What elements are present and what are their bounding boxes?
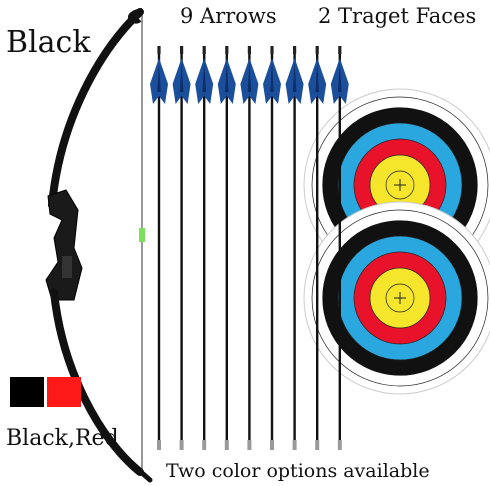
color-options-label: Black,Red: [6, 426, 119, 451]
arrow-tip: [224, 440, 229, 450]
arrow-fletching-center: [202, 62, 206, 92]
arrow-nock: [157, 46, 161, 54]
arrow-fletching-left: [240, 58, 250, 104]
arrow-icon: [308, 46, 327, 450]
arrow-icon: [217, 46, 236, 450]
color-options-caption: Two color options available: [166, 460, 430, 482]
lower-tip: [131, 463, 153, 483]
arrow-fletching-left: [263, 58, 272, 104]
arrow-fletching-left: [308, 58, 318, 104]
arrow-icon: [285, 46, 304, 450]
arrow-fletching-right: [339, 58, 349, 104]
riser-grip: [45, 189, 83, 301]
arrow-fletching-center: [338, 62, 342, 92]
arrows: [150, 46, 349, 450]
arrow-icon: [240, 46, 259, 450]
arrow-nock: [338, 46, 342, 54]
arrow-nock: [225, 46, 229, 54]
arrow-tip: [270, 440, 274, 450]
arrow-fletching-left: [217, 58, 227, 104]
bow-icon: [45, 8, 153, 483]
arrow-fletching-center: [157, 62, 161, 92]
arrow-fletching-center: [247, 62, 252, 92]
arrow-tip: [247, 440, 252, 450]
arrow-nock: [247, 46, 251, 54]
arrow-fletching-center: [315, 62, 319, 92]
grip-insert: [62, 256, 72, 278]
arrow-fletching-center: [225, 62, 229, 92]
arrow-icon: [263, 46, 281, 450]
arrow-tip: [157, 440, 161, 450]
arrow-tip: [337, 440, 342, 450]
target-face-icon: [303, 201, 490, 395]
arrow-fletching-left: [195, 58, 205, 104]
arrow-fletching-right: [294, 58, 304, 104]
color-title: Black: [6, 25, 91, 60]
target-faces-label: 2 Traget Faces: [318, 4, 477, 28]
arrow-nock: [293, 46, 297, 54]
arrow-fletching-right: [204, 58, 214, 104]
arrow-fletching-right: [272, 58, 281, 104]
arrow-fletching-center: [292, 62, 297, 92]
arrow-fletching-center: [270, 62, 274, 92]
arrow-icon: [150, 46, 168, 450]
upper-tip: [128, 8, 143, 24]
arrow-fletching-left: [150, 58, 159, 104]
target-faces: [303, 88, 490, 395]
arrow-tip: [179, 440, 184, 450]
arrow-tip: [315, 440, 320, 450]
arrow-nock: [315, 46, 319, 54]
arrow-fletching-right: [181, 58, 191, 104]
arrow-fletching-right: [249, 58, 259, 104]
arrows-count-label: 9 Arrows: [180, 4, 277, 28]
arrow-fletching-right: [317, 58, 327, 104]
arrow-icon: [195, 46, 214, 450]
arrow-fletching-left: [330, 58, 340, 104]
arrow-nock: [180, 46, 184, 54]
arrow-tip: [202, 440, 207, 450]
arrow-fletching-right: [159, 58, 168, 104]
swatch-red: [47, 377, 81, 407]
arrow-fletching-center: [179, 62, 184, 92]
arrow-icon: [172, 46, 191, 450]
string-nock: [139, 228, 145, 242]
arrow-fletching-right: [226, 58, 236, 104]
lower-limb: [50, 288, 144, 476]
arrow-fletching-left: [172, 58, 182, 104]
arrow-nock: [202, 46, 206, 54]
swatch-black: [10, 377, 44, 407]
arrow-fletching-left: [285, 58, 295, 104]
arrow-tip: [292, 440, 297, 450]
arrow-icon: [330, 46, 349, 450]
arrow-nock: [270, 46, 274, 54]
upper-limb: [48, 8, 144, 209]
